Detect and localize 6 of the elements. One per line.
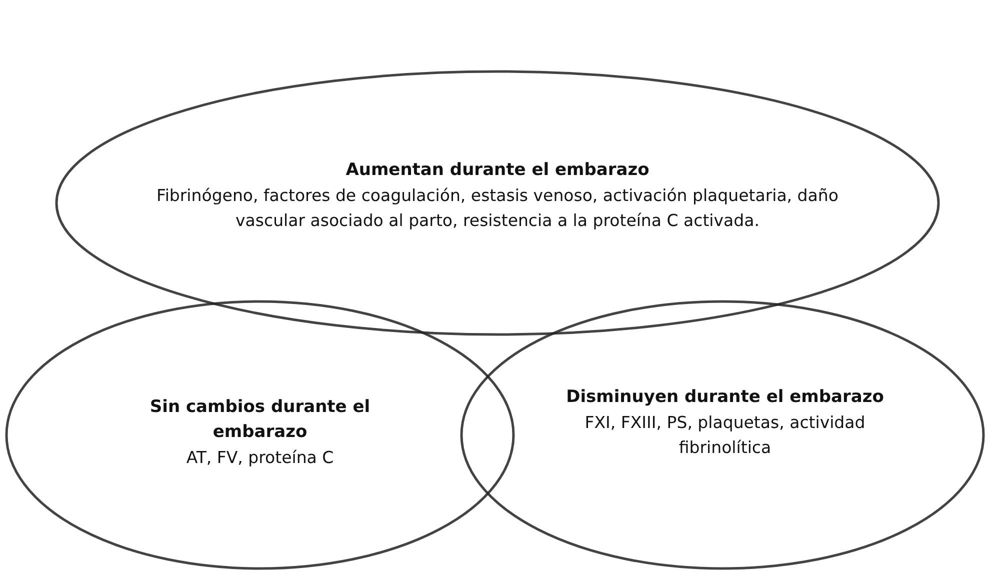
- set-description: AT, FV, proteína C: [185, 447, 335, 469]
- set-heading: Disminuyen durante el embarazo: [565, 386, 885, 409]
- set-description: FXI, FXIII, PS, plaquetas, actividad fibrinolítica: [584, 412, 866, 459]
- set-heading: Aumentan durante el embarazo: [344, 159, 650, 182]
- set-description: Fibrinógeno, factores de coagulación, estasis venoso, activación plaquetaria, daño vascular asociado al parto, resistencia a la proteína C activada.: [156, 185, 840, 232]
- set-heading: Sin cambios durante el embarazo: [148, 396, 372, 444]
